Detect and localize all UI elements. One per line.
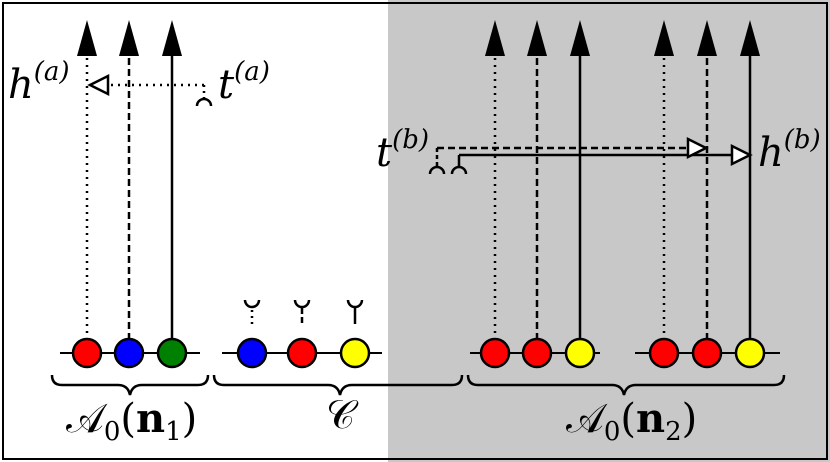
receptor-stub-icon xyxy=(293,299,311,309)
particle-red xyxy=(648,337,680,369)
receptor-stub-icon xyxy=(243,299,261,309)
outgoing-lines-a0-n2-right xyxy=(662,50,752,340)
particles-a0-n2-right xyxy=(648,337,766,369)
outgoing-lines-a0-n1 xyxy=(85,50,174,340)
particle-yellow xyxy=(339,337,371,369)
open-arrowhead-icon xyxy=(686,136,709,160)
label-h-b: h(b) xyxy=(758,125,821,176)
brace-label-a0-n1: 𝒜0(n1) xyxy=(66,395,197,447)
receptor-a-icon xyxy=(195,97,213,107)
particle-red xyxy=(691,337,723,369)
label-t-a: t(a) xyxy=(218,57,270,108)
outgoing-lines-a0-n2-left xyxy=(493,50,582,340)
particle-red xyxy=(479,337,511,369)
open-arrowhead-icon xyxy=(87,73,110,97)
arrowheads-a0-n2-left xyxy=(485,20,590,56)
arrowhead-icon xyxy=(119,20,139,56)
particle-blue xyxy=(113,337,145,369)
label-h-a: h(a) xyxy=(8,57,70,108)
brace-label-c: 𝒞 xyxy=(326,392,359,438)
brace-c xyxy=(212,374,464,396)
arrowheads-a0-n1 xyxy=(77,20,182,56)
open-arrowhead-icon xyxy=(730,143,753,167)
arrowhead-icon xyxy=(570,20,590,56)
particle-red xyxy=(286,337,318,369)
arrowhead-icon xyxy=(654,20,674,56)
arrowheads-a0-n2-right xyxy=(654,20,760,56)
particles-a0-n1 xyxy=(71,337,188,369)
brace-a0-n2 xyxy=(466,374,786,396)
particles-c xyxy=(236,337,371,369)
c-stubs xyxy=(243,299,364,324)
particle-yellow xyxy=(734,337,766,369)
brace-a0-n1 xyxy=(50,374,210,396)
brace-label-a0-n2: 𝒜0(n2) xyxy=(566,395,697,447)
particle-red xyxy=(71,337,103,369)
arrowhead-icon xyxy=(485,20,505,56)
right-panel-background xyxy=(388,0,830,462)
receptor-b1-icon xyxy=(428,165,446,175)
particle-red xyxy=(521,337,553,369)
arrowhead-icon xyxy=(697,20,717,56)
particle-green xyxy=(156,337,188,369)
particle-blue xyxy=(236,337,268,369)
arrowhead-icon xyxy=(77,20,97,56)
particles-a0-n2-left xyxy=(479,337,596,369)
arrowhead-icon xyxy=(162,20,182,56)
label-t-b: t(b) xyxy=(376,125,429,176)
receptor-stub-icon xyxy=(346,299,364,309)
particle-yellow xyxy=(564,337,596,369)
arrowhead-icon xyxy=(740,20,760,56)
arrowhead-icon xyxy=(527,20,547,56)
receptor-b2-icon xyxy=(450,165,468,175)
connection-b xyxy=(428,136,753,175)
connection-a xyxy=(87,73,213,107)
underbraces xyxy=(50,374,786,396)
